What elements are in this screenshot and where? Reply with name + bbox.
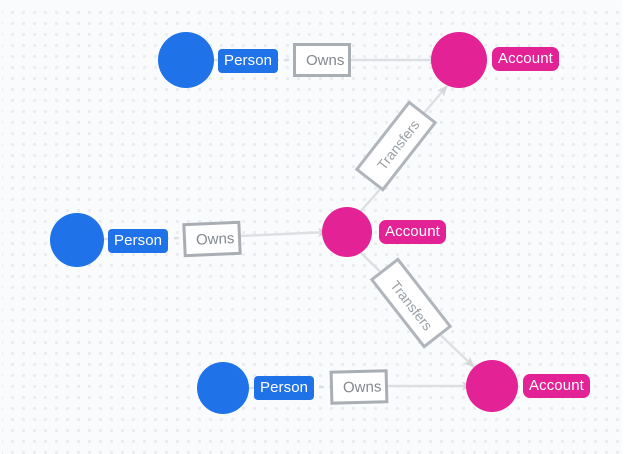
- node-account-3[interactable]: [466, 360, 518, 412]
- edge-owns-to-account2: [239, 227, 329, 238]
- relation-owns-3[interactable]: Owns: [329, 369, 389, 405]
- node-label-account-3[interactable]: Account: [523, 374, 590, 398]
- node-label-person-1[interactable]: Person: [218, 49, 279, 73]
- node-label-person-2[interactable]: Person: [108, 229, 169, 253]
- node-label-account-1[interactable]: Account: [492, 47, 559, 71]
- relation-owns-1[interactable]: Owns: [293, 43, 351, 77]
- node-person-3[interactable]: [197, 362, 249, 414]
- node-account-2[interactable]: [322, 207, 372, 257]
- node-person-2[interactable]: [50, 213, 104, 267]
- node-person-1[interactable]: [158, 32, 214, 88]
- node-label-account-2[interactable]: Account: [379, 220, 446, 244]
- relation-owns-2[interactable]: Owns: [182, 220, 242, 258]
- node-account-1[interactable]: [431, 32, 487, 88]
- canvas-right-gutter: [622, 0, 630, 454]
- node-label-person-3[interactable]: Person: [254, 376, 315, 400]
